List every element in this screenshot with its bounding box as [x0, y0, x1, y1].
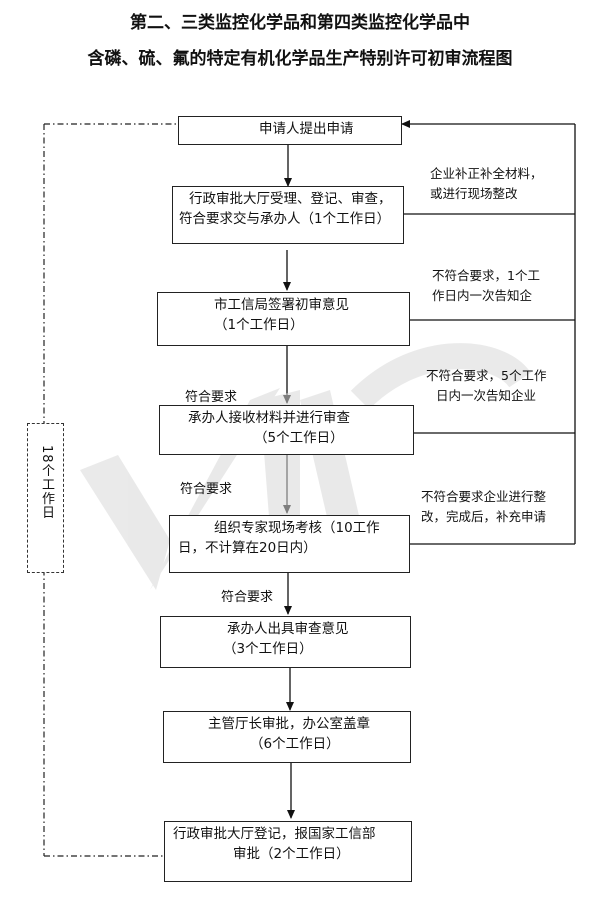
diagram-title-line2: 含磷、硫、氟的特定有机化学品生产特别许可初审流程图	[87, 49, 513, 69]
note-reject-5days: 不符合要求，5个工作 日内一次告知企业	[426, 366, 546, 406]
step-bureau-sign-line2: （1个工作日）	[214, 317, 304, 333]
step-director-approval-line2: （6个工作日）	[250, 736, 340, 752]
step-hall-accept-line2: 符合要求交与承办人（1个工作日）	[179, 211, 391, 227]
step-hall-register-line2: 审批（2个工作日）	[233, 846, 350, 862]
step-bureau-sign-line1: 市工信局签署初审意见	[214, 297, 349, 313]
note-rectify-resubmit-line1: 不符合要求企业进行整	[421, 489, 547, 504]
note-rectify-resubmit-line2: 改，完成后，补充申请	[421, 509, 547, 524]
step-handler-review: 承办人接收材料并进行审查 （5个工作日）	[159, 405, 414, 455]
step-expert-inspection: 组织专家现场考核（10工作 日，不计算在20日内）	[169, 515, 410, 573]
label-meets-requirements-3: 符合要求	[221, 590, 274, 605]
step-expert-inspection-line2: 日，不计算在20日内）	[178, 540, 317, 556]
note-rectify-resubmit: 不符合要求企业进行整 改，完成后，补充申请	[421, 487, 546, 527]
step-director-approval: 主管厅长审批，办公室盖章 （6个工作日）	[163, 711, 411, 763]
step-handler-review-line2: （5个工作日）	[254, 430, 344, 446]
note-reject-1day-line1: 不符合要求，1个工	[432, 268, 540, 283]
step-hall-register-line1: 行政审批大厅登记，报国家工信部	[173, 826, 376, 842]
note-reject-1day: 不符合要求，1个工 作日内一次告知企	[432, 266, 540, 306]
note-supplement-materials-line1: 企业补正补全材料，	[430, 166, 543, 181]
step-review-opinion: 承办人出具审查意见 （3个工作日）	[160, 616, 411, 668]
step-review-opinion-line2: （3个工作日）	[223, 641, 313, 657]
step-hall-register: 行政审批大厅登记，报国家工信部 审批（2个工作日）	[164, 821, 412, 882]
step-apply-text: 申请人提出申请	[259, 121, 354, 137]
label-meets-requirements-1: 符合要求	[185, 390, 238, 405]
step-director-approval-line1: 主管厅长审批，办公室盖章	[208, 716, 370, 732]
label-meets-requirements-2: 符合要求	[180, 482, 233, 497]
step-hall-accept-line1: 行政审批大厅受理、登记、审查，	[189, 191, 392, 207]
note-supplement-materials-line2: 或进行现场整改	[430, 186, 518, 201]
step-expert-inspection-line1: 组织专家现场考核（10工作	[214, 520, 380, 536]
step-review-opinion-line1: 承办人出具审查意见	[227, 621, 349, 637]
note-reject-5days-line1: 不符合要求，5个工作	[426, 368, 547, 383]
note-supplement-materials: 企业补正补全材料， 或进行现场整改	[430, 164, 543, 204]
note-reject-5days-line2: 日内一次告知企业	[436, 388, 537, 403]
step-handler-review-line1: 承办人接收材料并进行审查	[188, 410, 350, 426]
diagram-title-line1: 第二、三类监控化学品和第四类监控化学品中	[130, 13, 470, 33]
total-days-box	[27, 423, 64, 573]
note-reject-1day-line2: 作日内一次告知企	[432, 288, 533, 303]
step-hall-accept: 行政审批大厅受理、登记、审查， 符合要求交与承办人（1个工作日）	[172, 186, 404, 244]
total-days-text: 18个工作日	[39, 445, 54, 520]
step-bureau-sign: 市工信局签署初审意见 （1个工作日）	[157, 292, 410, 346]
step-apply: 申请人提出申请	[178, 116, 402, 145]
